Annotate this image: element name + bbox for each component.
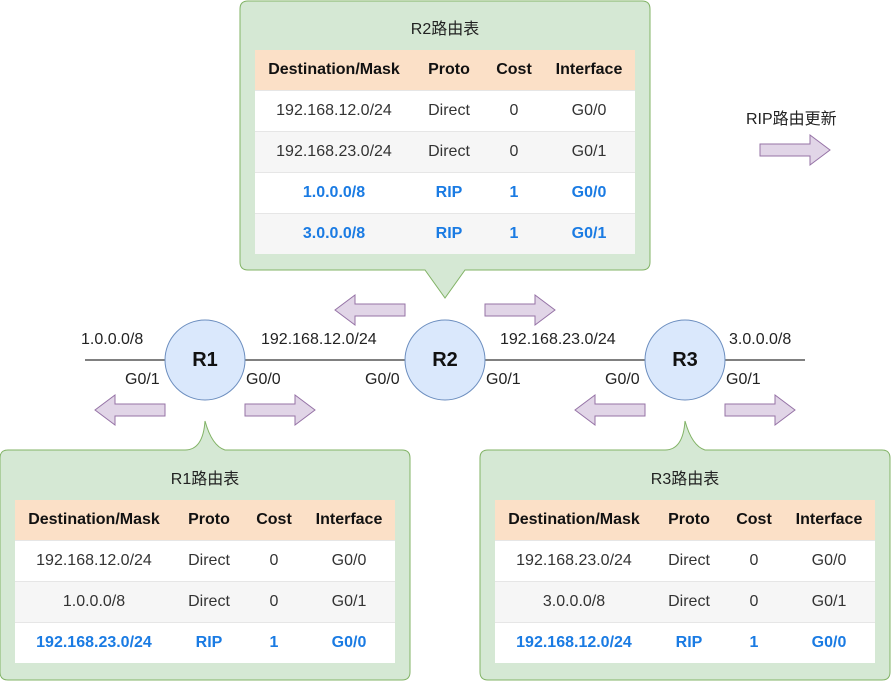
- cell-proto: RIP: [653, 622, 725, 663]
- cell-cost: 1: [485, 213, 543, 254]
- cell-interface: G0/0: [783, 540, 875, 582]
- table-row: 192.168.23.0/24 Direct 0 G0/0: [495, 540, 875, 582]
- arrow-right-icon: [244, 394, 316, 426]
- router-r1-icon: [164, 319, 246, 401]
- cell-destination: 192.168.12.0/24: [15, 540, 173, 582]
- arrow-right-icon: [484, 294, 556, 326]
- cell-proto: Direct: [413, 90, 485, 132]
- header-proto: Proto: [173, 500, 245, 541]
- cell-cost: 0: [485, 90, 543, 132]
- cell-cost: 1: [485, 172, 543, 214]
- header-destination: Destination/Mask: [255, 50, 413, 91]
- r2-interface-right: G0/1: [486, 371, 521, 388]
- r3-interface-right: G0/1: [726, 371, 761, 388]
- cell-cost: 0: [485, 131, 543, 173]
- cell-proto: Direct: [173, 581, 245, 623]
- cell-proto: Direct: [413, 131, 485, 173]
- r3-table-title: R3路由表: [650, 471, 720, 488]
- table-row: 1.0.0.0/8 Direct 0 G0/1: [15, 581, 395, 623]
- router-r1-label: R1: [192, 349, 218, 371]
- cell-interface: G0/1: [303, 581, 395, 623]
- r1-interface-left: G0/1: [125, 371, 160, 388]
- cell-interface: G0/0: [303, 622, 395, 663]
- right-network-label: 3.0.0.0/8: [729, 331, 792, 348]
- header-cost: Cost: [245, 500, 303, 541]
- cell-destination: 1.0.0.0/8: [15, 581, 173, 623]
- legend-label: RIP路由更新: [746, 111, 837, 128]
- network-r2-r3-label: 192.168.23.0/24: [500, 331, 616, 348]
- cell-cost: 1: [725, 622, 783, 663]
- cell-destination: 192.168.12.0/24: [255, 90, 413, 132]
- cell-proto: RIP: [173, 622, 245, 663]
- network-r1-r2-label: 192.168.12.0/24: [261, 331, 377, 348]
- table-row-rip: 192.168.23.0/24 RIP 1 G0/0: [15, 622, 395, 663]
- cell-interface: G0/0: [783, 622, 875, 663]
- r3-routing-table: Destination/Mask Proto Cost Interface 19…: [495, 500, 875, 663]
- cell-cost: 1: [245, 622, 303, 663]
- table-row-rip: 1.0.0.0/8 RIP 1 G0/0: [255, 172, 635, 214]
- header-cost: Cost: [485, 50, 543, 91]
- cell-destination: 192.168.23.0/24: [255, 131, 413, 173]
- cell-interface: G0/0: [543, 90, 635, 132]
- arrow-left-icon: [94, 394, 166, 426]
- router-r2-icon: [404, 319, 486, 401]
- r2-routing-table: Destination/Mask Proto Cost Interface 19…: [255, 50, 635, 254]
- cell-cost: 0: [725, 581, 783, 623]
- cell-proto: RIP: [413, 172, 485, 214]
- table-header-row: Destination/Mask Proto Cost Interface: [495, 500, 875, 541]
- arrow-left-icon: [334, 294, 406, 326]
- cell-proto: Direct: [653, 540, 725, 582]
- r2-interface-left: G0/0: [365, 371, 400, 388]
- header-cost: Cost: [725, 500, 783, 541]
- cell-destination: 1.0.0.0/8: [255, 172, 413, 214]
- arrow-right-icon: [724, 394, 796, 426]
- cell-destination: 3.0.0.0/8: [495, 581, 653, 623]
- r3-interface-left: G0/0: [605, 371, 640, 388]
- cell-cost: 0: [725, 540, 783, 582]
- cell-destination: 3.0.0.0/8: [255, 213, 413, 254]
- router-r2-label: R2: [432, 349, 458, 371]
- header-interface: Interface: [543, 50, 635, 91]
- router-r3-label: R3: [672, 349, 698, 371]
- cell-interface: G0/1: [543, 213, 635, 254]
- cell-proto: Direct: [173, 540, 245, 582]
- cell-destination: 192.168.23.0/24: [495, 540, 653, 582]
- cell-interface: G0/0: [303, 540, 395, 582]
- header-proto: Proto: [413, 50, 485, 91]
- r2-table-title: R2路由表: [410, 21, 480, 38]
- legend-arrow-icon: [759, 134, 831, 166]
- table-row-rip: 192.168.12.0/24 RIP 1 G0/0: [495, 622, 875, 663]
- cell-interface: G0/1: [783, 581, 875, 623]
- header-proto: Proto: [653, 500, 725, 541]
- header-interface: Interface: [783, 500, 875, 541]
- cell-cost: 0: [245, 581, 303, 623]
- router-r3-icon: [644, 319, 726, 401]
- cell-proto: RIP: [413, 213, 485, 254]
- r1-routing-table: Destination/Mask Proto Cost Interface 19…: [15, 500, 395, 663]
- left-network-label: 1.0.0.0/8: [81, 331, 144, 348]
- cell-interface: G0/1: [543, 131, 635, 173]
- header-interface: Interface: [303, 500, 395, 541]
- table-row: 192.168.12.0/24 Direct 0 G0/0: [15, 540, 395, 582]
- arrow-left-icon: [574, 394, 646, 426]
- r1-interface-right: G0/0: [246, 371, 281, 388]
- table-row: 3.0.0.0/8 Direct 0 G0/1: [495, 581, 875, 623]
- r1-table-title: R1路由表: [170, 471, 240, 488]
- cell-destination: 192.168.12.0/24: [495, 622, 653, 663]
- cell-destination: 192.168.23.0/24: [15, 622, 173, 663]
- cell-cost: 0: [245, 540, 303, 582]
- table-header-row: Destination/Mask Proto Cost Interface: [15, 500, 395, 541]
- table-row: 192.168.12.0/24 Direct 0 G0/0: [255, 90, 635, 132]
- header-destination: Destination/Mask: [15, 500, 173, 541]
- table-row: 192.168.23.0/24 Direct 0 G0/1: [255, 131, 635, 173]
- table-row-rip: 3.0.0.0/8 RIP 1 G0/1: [255, 213, 635, 254]
- table-header-row: Destination/Mask Proto Cost Interface: [255, 50, 635, 91]
- header-destination: Destination/Mask: [495, 500, 653, 541]
- cell-proto: Direct: [653, 581, 725, 623]
- cell-interface: G0/0: [543, 172, 635, 214]
